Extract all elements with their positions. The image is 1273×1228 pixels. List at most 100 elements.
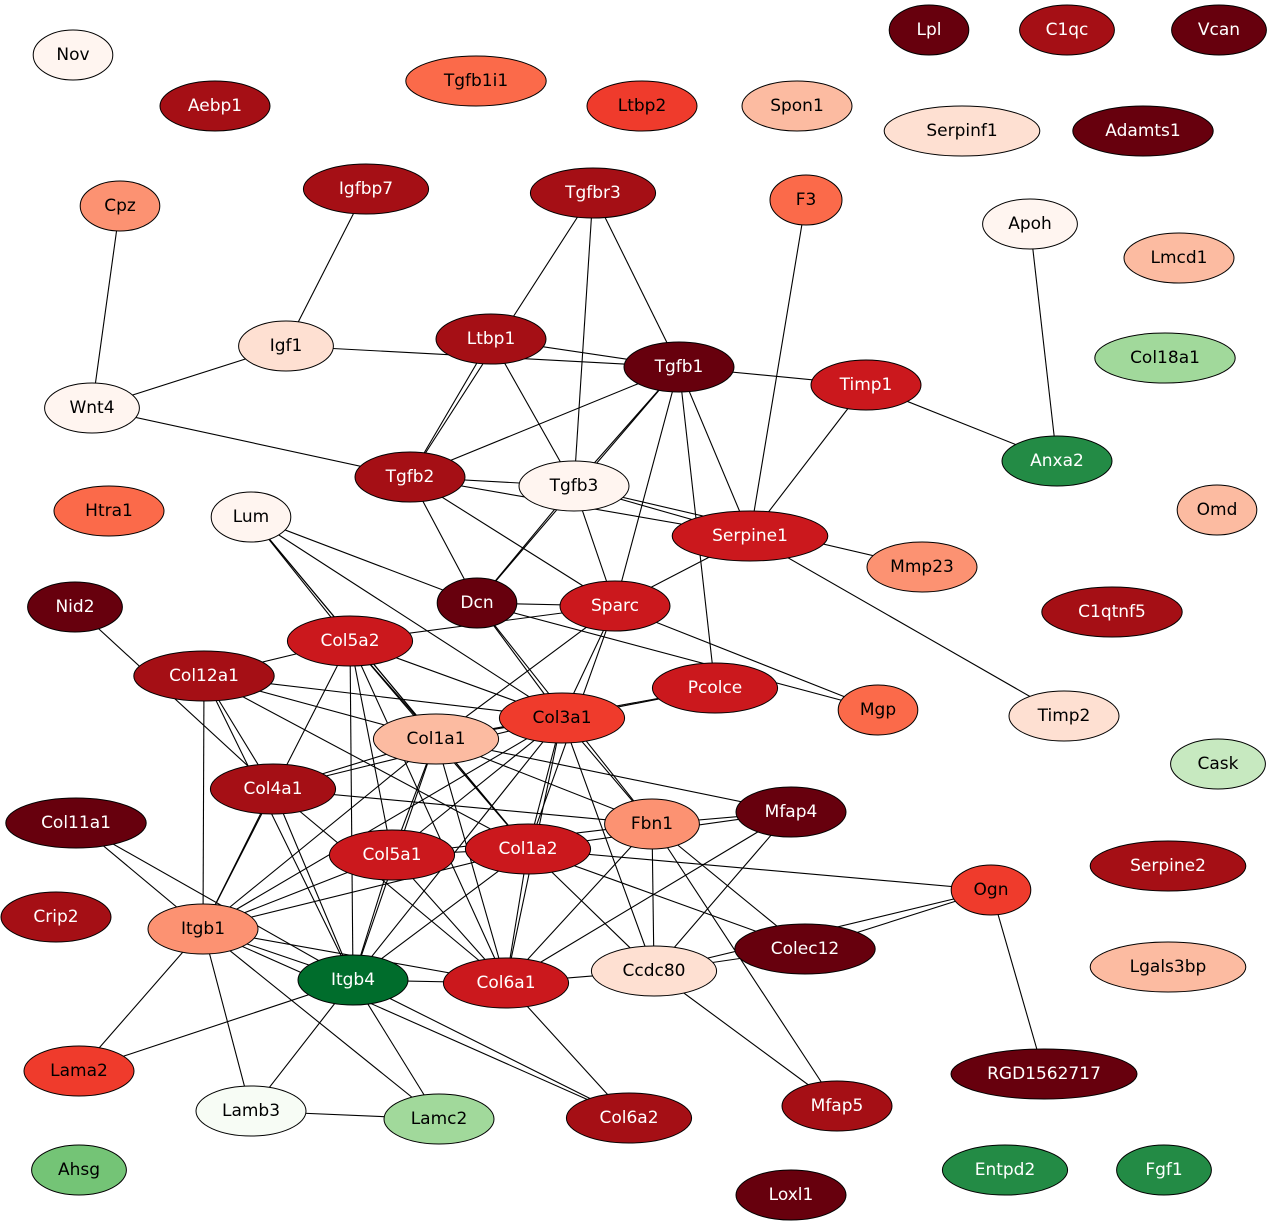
node-itgb4[interactable]: Itgb4 [297, 954, 409, 1006]
node-vcan[interactable]: Vcan [1171, 4, 1267, 56]
node-ellipse [604, 798, 700, 850]
node-label: Tgfb3 [549, 476, 599, 496]
node-ellipse [1123, 232, 1235, 284]
node-tgfb2[interactable]: Tgfb2 [354, 451, 466, 503]
node-lgals3bp[interactable]: Lgals3bp [1089, 941, 1247, 993]
node-igf1[interactable]: Igf1 [238, 320, 334, 372]
node-ellipse [1089, 941, 1247, 993]
edge-fbn1-mfap5 [651, 823, 838, 1107]
node-ellipse [529, 167, 657, 219]
node-mgp[interactable]: Mgp [837, 684, 919, 736]
node-label: Col1a2 [498, 839, 557, 859]
node-lamb3[interactable]: Lamb3 [195, 1085, 307, 1137]
node-timp2[interactable]: Timp2 [1008, 690, 1120, 742]
node-serpinf1[interactable]: Serpinf1 [883, 105, 1041, 157]
node-spon1[interactable]: Spon1 [741, 80, 853, 132]
node-label: Lama2 [50, 1061, 108, 1081]
node-htra1[interactable]: Htra1 [53, 485, 165, 537]
edge-col5a2-col5a1 [349, 640, 393, 856]
node-col6a2[interactable]: Col6a2 [565, 1092, 693, 1144]
node-label: Ccdc80 [623, 961, 686, 981]
node-col5a2[interactable]: Col5a2 [286, 615, 414, 667]
node-tgfb1i1[interactable]: Tgfb1i1 [405, 55, 547, 107]
node-c1qc[interactable]: C1qc [1019, 4, 1115, 56]
node-ellipse [1001, 435, 1113, 487]
node-ccdc80[interactable]: Ccdc80 [590, 945, 718, 997]
node-col1a1[interactable]: Col1a1 [372, 713, 500, 765]
node-fgf1[interactable]: Fgf1 [1116, 1144, 1212, 1196]
node-ellipse [1170, 738, 1266, 790]
node-label: Igf1 [270, 336, 303, 356]
node-mmp23[interactable]: Mmp23 [866, 541, 978, 593]
node-col6a1[interactable]: Col6a1 [442, 957, 570, 1009]
node-ltbp2[interactable]: Ltbp2 [586, 80, 698, 132]
node-mfap5[interactable]: Mfap5 [781, 1080, 893, 1132]
node-label: F3 [796, 190, 817, 210]
node-aebp1[interactable]: Aebp1 [159, 80, 271, 132]
node-colec12[interactable]: Colec12 [734, 923, 876, 975]
node-sparc[interactable]: Sparc [559, 580, 671, 632]
node-col4a1[interactable]: Col4a1 [209, 763, 337, 815]
node-ellipse [383, 1093, 495, 1145]
edge-fbn1-col6a1 [505, 823, 653, 984]
node-c1qtnf5[interactable]: C1qtnf5 [1041, 586, 1183, 638]
node-mfap4[interactable]: Mfap4 [735, 786, 847, 838]
node-f3[interactable]: F3 [769, 174, 843, 226]
edge-itgb1-lamb3 [202, 928, 252, 1112]
node-label: Cpz [104, 196, 136, 216]
edge-tgfb1-tgfb2 [409, 366, 680, 478]
node-omd[interactable]: Omd [1176, 484, 1258, 536]
node-ltbp1[interactable]: Ltbp1 [435, 313, 547, 365]
node-ellipse [586, 80, 698, 132]
node-ogn[interactable]: Ogn [950, 864, 1032, 916]
node-ellipse [159, 80, 271, 132]
edge-ogn-rgd1562717 [990, 889, 1045, 1075]
node-itgb1[interactable]: Itgb1 [147, 903, 259, 955]
node-apoh[interactable]: Apoh [982, 198, 1078, 250]
node-lama2[interactable]: Lama2 [23, 1045, 135, 1097]
node-crip2[interactable]: Crip2 [0, 891, 112, 943]
node-loxl1[interactable]: Loxl1 [735, 1169, 847, 1221]
node-serpine1[interactable]: Serpine1 [671, 510, 829, 562]
node-col12a1[interactable]: Col12a1 [133, 650, 275, 702]
node-lum[interactable]: Lum [210, 491, 292, 543]
node-col3a1[interactable]: Col3a1 [498, 692, 626, 744]
node-serpine2[interactable]: Serpine2 [1089, 840, 1247, 892]
edge-col5a2-col6a1 [349, 640, 507, 984]
node-ellipse [498, 692, 626, 744]
node-ahsg[interactable]: Ahsg [31, 1144, 127, 1196]
node-fbn1[interactable]: Fbn1 [604, 798, 700, 850]
node-lamc2[interactable]: Lamc2 [383, 1093, 495, 1145]
node-timp1[interactable]: Timp1 [810, 359, 922, 411]
edge-col4a1-itgb4 [272, 788, 354, 981]
node-nid2[interactable]: Nid2 [27, 581, 123, 633]
node-entpd2[interactable]: Entpd2 [941, 1144, 1069, 1196]
node-col18a1[interactable]: Col18a1 [1094, 332, 1236, 384]
node-pcolce[interactable]: Pcolce [651, 662, 779, 714]
node-igfbp7[interactable]: Igfbp7 [302, 163, 430, 215]
node-label: Fbn1 [631, 814, 673, 834]
node-col11a1[interactable]: Col11a1 [5, 797, 147, 849]
node-ellipse [888, 4, 970, 56]
node-ellipse [27, 581, 123, 633]
edge-mfap4-col6a1 [505, 811, 792, 984]
node-tgfb1[interactable]: Tgfb1 [623, 341, 735, 393]
node-dcn[interactable]: Dcn [436, 577, 518, 629]
node-tgfbr3[interactable]: Tgfbr3 [529, 167, 657, 219]
node-ellipse [238, 320, 334, 372]
node-tgfb3[interactable]: Tgfb3 [518, 460, 630, 512]
node-label: C1qtnf5 [1078, 602, 1146, 622]
node-col1a2[interactable]: Col1a2 [464, 823, 592, 875]
node-col5a1[interactable]: Col5a1 [328, 829, 456, 881]
node-lmcd1[interactable]: Lmcd1 [1123, 232, 1235, 284]
node-anxa2[interactable]: Anxa2 [1001, 435, 1113, 487]
node-adamts1[interactable]: Adamts1 [1072, 105, 1214, 157]
node-rgd1562717[interactable]: RGD1562717 [950, 1048, 1138, 1100]
node-nov[interactable]: Nov [32, 29, 114, 81]
node-cpz[interactable]: Cpz [79, 180, 161, 232]
node-ellipse [79, 180, 161, 232]
node-cask[interactable]: Cask [1170, 738, 1266, 790]
edge-itgb1-col6a2 [202, 928, 630, 1119]
node-lpl[interactable]: Lpl [888, 4, 970, 56]
node-wnt4[interactable]: Wnt4 [44, 382, 140, 434]
